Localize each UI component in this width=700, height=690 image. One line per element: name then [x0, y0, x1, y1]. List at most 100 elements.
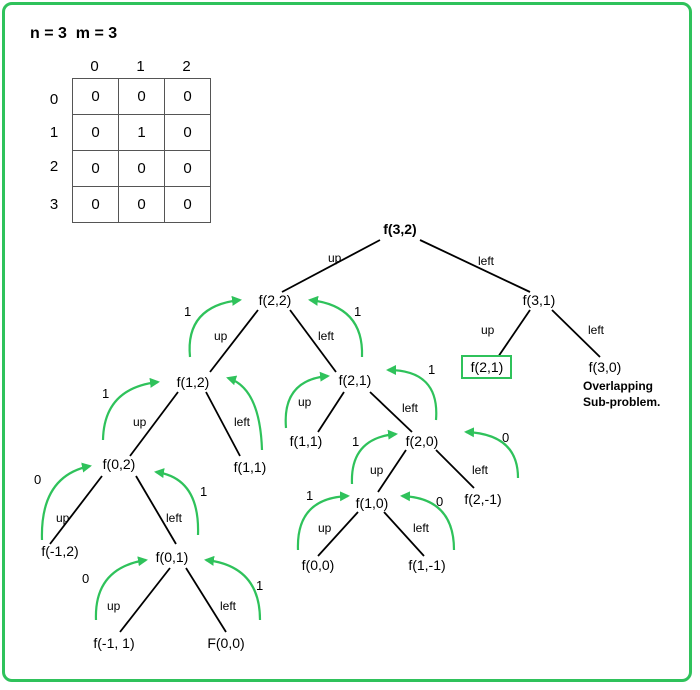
- return-arrow: [204, 555, 262, 621]
- edge: [209, 309, 259, 373]
- row-header-2: 2: [49, 158, 59, 175]
- edge-label-up: up: [318, 521, 332, 535]
- return-arrow: [400, 491, 456, 551]
- edge: [185, 567, 227, 633]
- tree-node: f(1,-1): [408, 557, 445, 573]
- tree-node: f(3,1): [523, 292, 556, 308]
- tree-nodes: f(3,2) f(2,2) f(3,1) f(1,2) f(2,1) f(2,1…: [41, 221, 621, 651]
- col-header-1: 1: [136, 58, 145, 75]
- edge-label-left: left: [402, 401, 419, 415]
- return-arrow: [101, 377, 160, 441]
- tree-node: f(3,0): [589, 359, 622, 375]
- tree-node: f(2,-1): [464, 491, 501, 507]
- edge: [435, 449, 475, 489]
- tree-node: F(0,0): [207, 635, 244, 651]
- col-header-0: 0: [90, 58, 99, 75]
- tree-node: f(1,1): [234, 459, 267, 475]
- edge-label-left: left: [472, 463, 489, 477]
- row-header-1: 1: [49, 124, 59, 141]
- row-header-0: 0: [49, 91, 59, 108]
- edge: [281, 239, 381, 293]
- edge: [289, 309, 337, 373]
- tree-node: f(2,0): [406, 433, 439, 449]
- return-arrow: [94, 556, 148, 621]
- arrow-value: 0: [82, 571, 89, 586]
- grid-cell: 0: [164, 114, 211, 151]
- grid-row: 0 1 0: [72, 114, 211, 151]
- edge: [317, 511, 359, 557]
- tree-node: f(2,2): [259, 292, 292, 308]
- edge: [419, 239, 531, 293]
- tree-node: f(1,2): [177, 374, 210, 390]
- edge: [317, 391, 345, 433]
- edge: [119, 567, 171, 633]
- dimensions-label: n = 3 m = 3: [30, 25, 118, 42]
- edge: [129, 391, 179, 457]
- arrow-value: 1: [256, 578, 263, 593]
- overlap-annotation: Overlapping Sub-problem.: [583, 379, 660, 409]
- edge-label-up: up: [107, 599, 121, 613]
- edge-label-left: left: [588, 323, 605, 337]
- return-arrow: [386, 365, 438, 421]
- return-arrow: [188, 295, 242, 358]
- edge-label-up: up: [328, 251, 342, 265]
- edge-label-left: left: [220, 599, 237, 613]
- arrow-value: 1: [352, 434, 359, 449]
- grid-cell: 0: [118, 186, 165, 223]
- edge-label-left: left: [318, 329, 335, 343]
- tree-node: f(1,0): [356, 495, 389, 511]
- arrow-value: 1: [306, 488, 313, 503]
- col-header-2: 2: [182, 58, 191, 75]
- edge-label-up: up: [133, 415, 147, 429]
- arrow-value: 1: [184, 304, 191, 319]
- tree-node: f(1,1): [290, 433, 323, 449]
- return-arrow: [154, 468, 200, 536]
- tree-node: f(-1,2): [41, 543, 78, 559]
- arrow-value: 1: [200, 484, 207, 499]
- annotation-line: Overlapping: [583, 379, 653, 393]
- edge: [49, 475, 103, 545]
- edge: [369, 391, 413, 433]
- diagram-frame: [2, 2, 692, 682]
- arrow-value: 0: [436, 494, 443, 509]
- grid-row: 0 0 0: [72, 150, 211, 187]
- tree-node: f(2,1): [339, 372, 372, 388]
- grid-table: 0 0 0 0 1 0 0 0 0 0 0 0: [72, 78, 211, 223]
- tree-node: f(0,2): [103, 456, 136, 472]
- edge-label-up: up: [56, 511, 70, 525]
- return-arrow: [40, 462, 92, 541]
- edge: [497, 309, 531, 358]
- annotation-line: Sub-problem.: [583, 395, 660, 409]
- edge: [383, 511, 425, 557]
- edge: [551, 309, 601, 358]
- arrow-value: 0: [34, 472, 41, 487]
- arrow-value: 1: [102, 386, 109, 401]
- edge-labels: up left up left up left up left up left …: [56, 251, 605, 613]
- arrow-value: 1: [354, 304, 361, 319]
- return-arrow: [284, 371, 330, 429]
- tree-node-overlap: f(2,1): [471, 359, 504, 375]
- grid-cell: 0: [164, 78, 211, 115]
- return-arrow: [226, 375, 264, 451]
- edge-label-left: left: [478, 254, 495, 268]
- grid-cell: 0: [72, 150, 119, 187]
- edge: [205, 391, 241, 457]
- tree-node-root: f(3,2): [383, 221, 416, 237]
- return-arrows: [40, 295, 520, 621]
- return-arrow: [350, 429, 398, 485]
- return-arrow: [296, 491, 350, 551]
- arrow-values: 1 1 1 1 0 1 1 0 1 0 0 1: [34, 304, 509, 593]
- return-arrow: [308, 295, 364, 358]
- edge: [135, 475, 177, 545]
- edge-label-up: up: [370, 463, 384, 477]
- grid-cell: 0: [164, 186, 211, 223]
- grid-cell: 0: [164, 150, 211, 187]
- edge-label-left: left: [166, 511, 183, 525]
- arrow-value: 1: [428, 362, 435, 377]
- tree-node: f(0,1): [156, 549, 189, 565]
- edge: [377, 449, 407, 493]
- grid-row: 0 0 0: [72, 186, 211, 223]
- tree-edges: [49, 239, 601, 633]
- return-arrow: [464, 427, 520, 479]
